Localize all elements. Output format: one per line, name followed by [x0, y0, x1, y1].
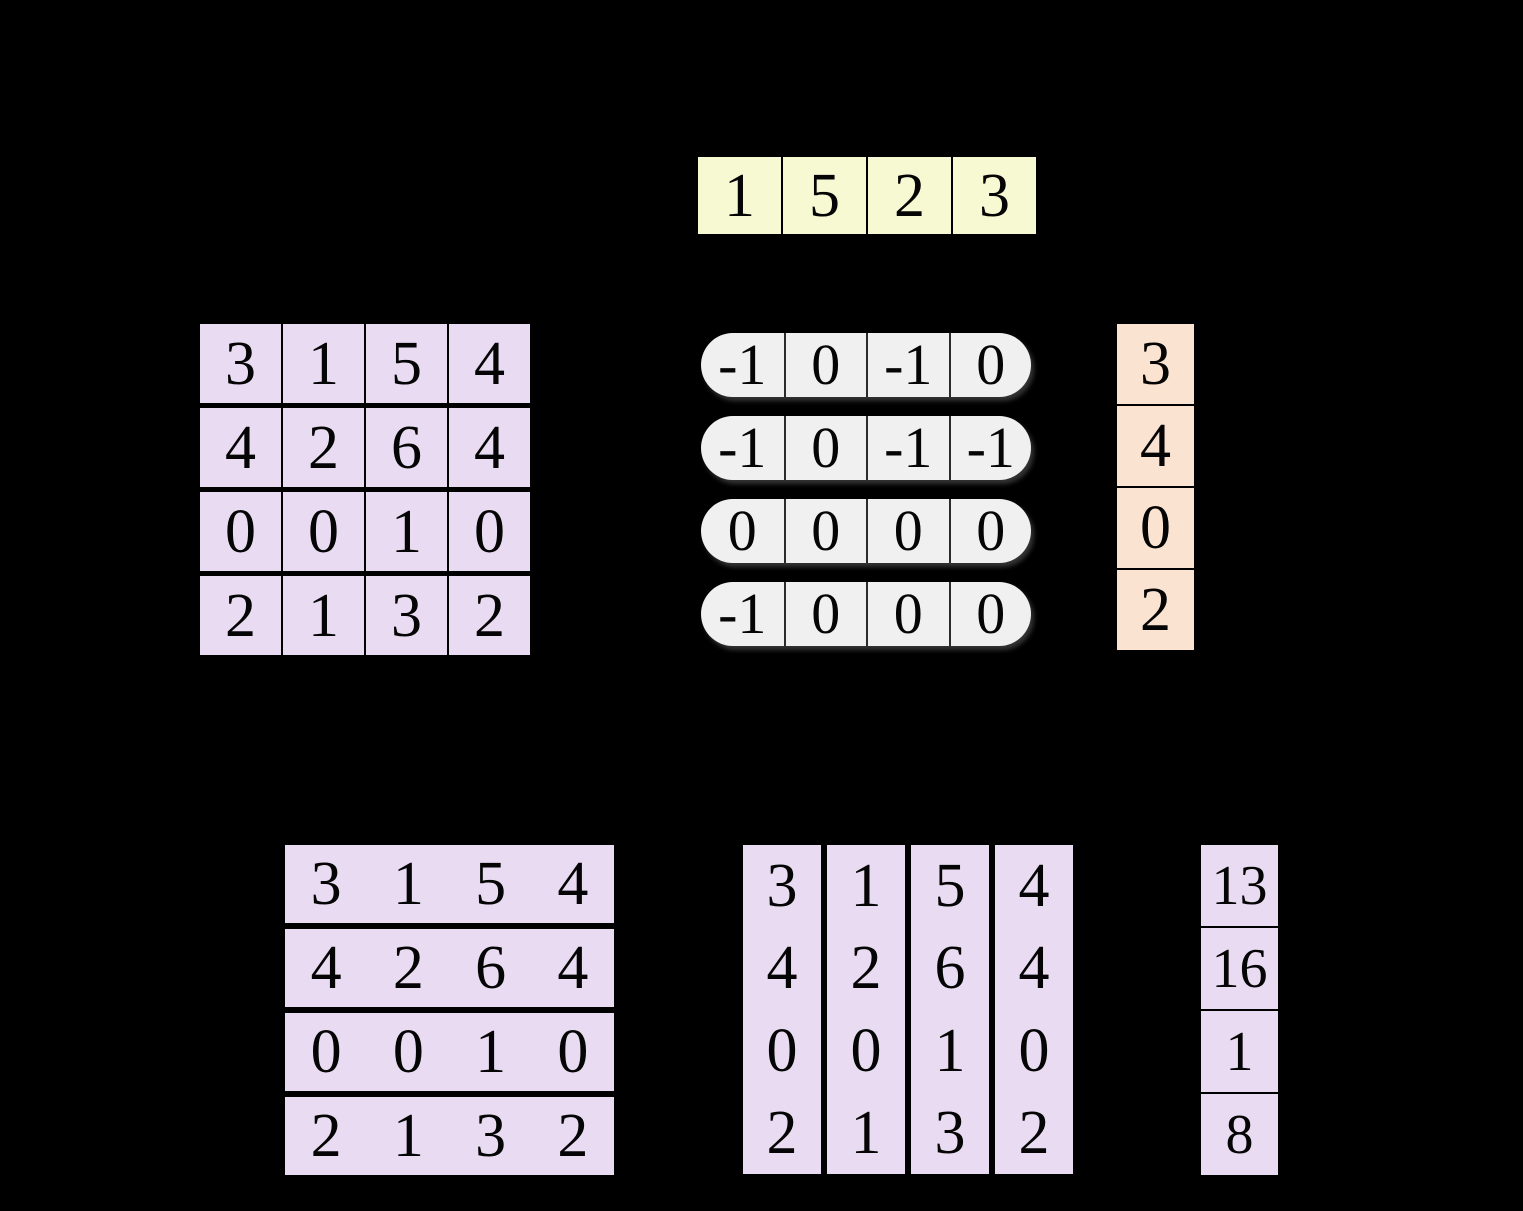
matrix-row-strip: 4 2 6 4	[285, 929, 614, 1007]
vector-cell: 2	[868, 157, 951, 234]
matrix-cell: 3	[200, 324, 281, 403]
pill-cell: -1	[948, 416, 1032, 480]
matrix-cell: 1	[850, 852, 882, 921]
matrix-row-strip: 0 0 1 0	[285, 1013, 614, 1091]
matrix-column-strip: 1 2 0 1	[827, 845, 905, 1174]
matrix-cell: 0	[766, 1016, 798, 1085]
matrix-cell: 2	[449, 576, 530, 655]
row-vector-top: 1 5 2 3	[698, 157, 1036, 234]
matrix-cell: 3	[475, 1102, 507, 1170]
matrix-cell: 2	[392, 934, 424, 1002]
matrix-rows-view: 3 1 5 4 4 2 6 4 0 0 1 0 2 1 3 2	[285, 845, 614, 1175]
pill-cell: 0	[783, 333, 867, 397]
matrix-cell: 6	[475, 934, 507, 1002]
matrix-cell: 6	[934, 934, 966, 1003]
pill-cell: 0	[948, 582, 1032, 646]
matrix-cell: 1	[475, 1018, 507, 1086]
vector-cell: 3	[953, 157, 1036, 234]
matrix-cell: 3	[934, 1098, 966, 1167]
matrix-cell: 0	[310, 1018, 342, 1086]
matrix-columns-view: 3 4 0 2 1 2 0 1 5 6 1 3 4 4 0 2	[743, 845, 1073, 1174]
matrix-cell: 4	[557, 850, 589, 918]
pill-cell: -1	[718, 582, 767, 646]
vector-cell: 4	[1117, 406, 1194, 486]
pill-cell: 0	[866, 582, 949, 646]
pill-cell: -1	[718, 416, 767, 480]
row-pattern-pill: -1 0 0 0	[701, 582, 1031, 646]
vector-cell: 5	[783, 157, 866, 234]
matrix-cell: 1	[850, 1098, 882, 1167]
vector-cell: 0	[1117, 488, 1194, 568]
matrix-cell: 4	[449, 408, 530, 487]
row-pattern-list: -1 0 -1 0 -1 0 -1 -1 0 0 0 0 -1 0 0 0	[701, 333, 1031, 646]
matrix-grid: 3 1 5 4 4 2 6 4 0 0 1 0 2 1 3 2	[200, 324, 530, 655]
matrix-cell: 0	[392, 1018, 424, 1086]
matrix-cell: 5	[475, 850, 507, 918]
vector-cell: 13	[1201, 845, 1278, 926]
matrix-row-strip: 2 1 3 2	[285, 1097, 614, 1175]
matrix-cell: 1	[283, 324, 364, 403]
row-pattern-pill: 0 0 0 0	[701, 499, 1031, 563]
pill-cell: -1	[866, 416, 949, 480]
matrix-cell: 4	[766, 934, 798, 1003]
matrix-cell: 5	[366, 324, 447, 403]
matrix-cell: 1	[366, 492, 447, 571]
matrix-cell: 2	[557, 1102, 589, 1170]
matrix-cell: 0	[200, 492, 281, 571]
matrix-cell: 0	[850, 1016, 882, 1085]
column-vector-peach: 3 4 0 2	[1117, 324, 1194, 650]
matrix-row-strip: 3 1 5 4	[285, 845, 614, 923]
vector-cell: 3	[1117, 324, 1194, 404]
pill-cell: 0	[727, 499, 757, 563]
matrix-cell: 1	[392, 1102, 424, 1170]
vector-cell: 1	[1201, 1011, 1278, 1092]
matrix-cell: 4	[200, 408, 281, 487]
matrix-cell: 3	[366, 576, 447, 655]
pill-cell: 0	[783, 499, 867, 563]
matrix-cell: 3	[310, 850, 342, 918]
vector-cell: 2	[1117, 570, 1194, 650]
matrix-column-strip: 5 6 1 3	[911, 845, 989, 1174]
matrix-column-strip: 4 4 0 2	[995, 845, 1073, 1174]
matrix-cell: 1	[283, 576, 364, 655]
pill-cell: -1	[718, 333, 767, 397]
vector-cell: 16	[1201, 928, 1278, 1009]
matrix-cell: 2	[310, 1102, 342, 1170]
matrix-cell: 4	[449, 324, 530, 403]
vector-cell: 8	[1201, 1094, 1278, 1175]
pill-cell: 0	[866, 499, 949, 563]
matrix-cell: 0	[1018, 1016, 1050, 1085]
matrix-cell: 0	[283, 492, 364, 571]
row-pattern-pill: -1 0 -1 -1	[701, 416, 1031, 480]
matrix-cell: 2	[200, 576, 281, 655]
matrix-column-strip: 3 4 0 2	[743, 845, 821, 1174]
pill-cell: -1	[866, 333, 949, 397]
pill-cell: 0	[948, 499, 1032, 563]
matrix-cell: 3	[766, 852, 798, 921]
matrix-cell: 4	[557, 934, 589, 1002]
matrix-cell: 1	[934, 1016, 966, 1085]
matrix-cell: 2	[283, 408, 364, 487]
matrix-cell: 4	[1018, 852, 1050, 921]
matrix-cell: 0	[557, 1018, 589, 1086]
row-pattern-pill: -1 0 -1 0	[701, 333, 1031, 397]
pill-cell: 0	[783, 582, 867, 646]
matrix-cell: 5	[934, 852, 966, 921]
matrix-cell: 0	[449, 492, 530, 571]
pill-cell: 0	[948, 333, 1032, 397]
matrix-cell: 4	[310, 934, 342, 1002]
vector-cell: 1	[698, 157, 781, 234]
pill-cell: 0	[783, 416, 867, 480]
matrix-cell: 4	[1018, 934, 1050, 1003]
matrix-cell: 2	[766, 1098, 798, 1167]
matrix-cell: 2	[850, 934, 882, 1003]
matrix-cell: 6	[366, 408, 447, 487]
matrix-cell: 1	[392, 850, 424, 918]
result-vector: 13 16 1 8	[1201, 845, 1278, 1175]
matrix-cell: 2	[1018, 1098, 1050, 1167]
